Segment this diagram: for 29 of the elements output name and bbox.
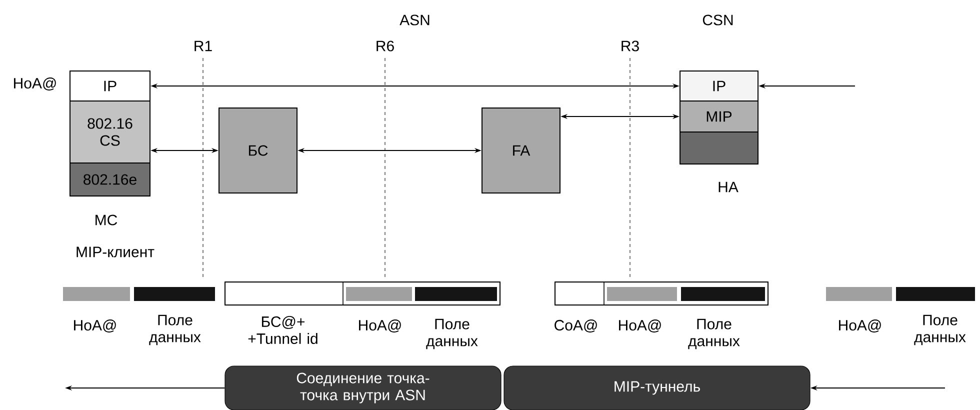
tunnel-cylinder: Соединение точка-точка внутри ASN (224, 366, 502, 410)
domain-label: CSN (702, 14, 733, 26)
address-label: HoA@ (14, 78, 56, 90)
interface-label: R1 (194, 40, 212, 52)
device-label: MIP-клиент (76, 246, 154, 258)
field-label: БС@+ +Tunnel id (248, 316, 318, 344)
protocol-layer: IP (680, 70, 758, 102)
field-label: Поле данных (688, 318, 740, 350)
field-label: Поле данных (149, 314, 201, 346)
device-label: HA (718, 182, 738, 192)
tunnel-cylinder: MIP-туннель (504, 366, 810, 410)
domain-label: ASN (400, 14, 430, 26)
field-label: HoA@ (74, 320, 116, 332)
device-label: MC (96, 214, 118, 226)
field-label: HoA@ (839, 320, 881, 332)
protocol-layer: 802.16 CS (70, 100, 150, 164)
interface-label: R3 (622, 40, 639, 52)
field-label: Поле данных (426, 318, 478, 350)
field-label: CoA@ (554, 320, 597, 332)
protocol-layer: 802.16e (70, 162, 150, 196)
field-label: HoA@ (619, 320, 661, 332)
network-box: FA (482, 108, 560, 194)
field-label: Поле данных (914, 314, 966, 346)
protocol-layer: IP (70, 70, 150, 102)
protocol-layer: MIP (680, 100, 758, 132)
field-label: HoA@ (359, 320, 401, 332)
network-box: БС (218, 108, 298, 194)
interface-label: R6 (376, 40, 394, 52)
protocol-layer (680, 132, 758, 164)
